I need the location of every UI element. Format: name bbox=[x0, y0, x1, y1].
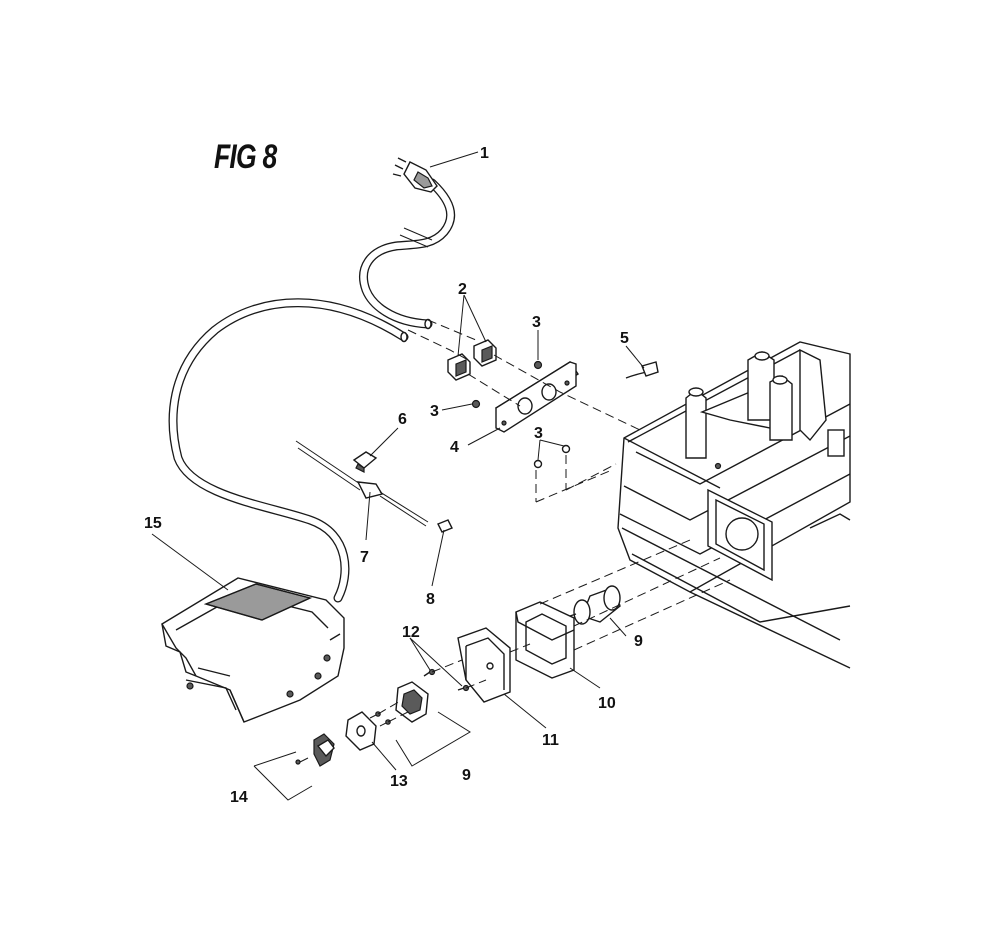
switch-box-part-11 bbox=[457, 627, 511, 703]
callout-12: 12 bbox=[402, 624, 420, 641]
callout-13: 13 bbox=[390, 773, 408, 790]
power-cord-part-1 bbox=[359, 157, 456, 330]
cord-plate-part-4 bbox=[495, 361, 579, 433]
callout-3-lower: 3 bbox=[534, 425, 543, 442]
leader-lines bbox=[151, 151, 645, 801]
capacitor-part-9 bbox=[569, 585, 621, 625]
callout-15: 15 bbox=[144, 515, 162, 532]
callout-9-right: 9 bbox=[634, 633, 643, 650]
callout-1: 1 bbox=[480, 145, 489, 162]
foot-switch-part-15 bbox=[161, 298, 409, 723]
callout-14: 14 bbox=[230, 789, 248, 806]
callout-11: 11 bbox=[542, 732, 559, 749]
pin-part-8 bbox=[437, 519, 453, 533]
callout-2: 2 bbox=[458, 281, 467, 298]
saw-base-housing bbox=[617, 341, 851, 669]
switch-gasket-part-10 bbox=[515, 601, 575, 679]
strain-relief-part-2 bbox=[447, 339, 497, 381]
callout-7: 7 bbox=[360, 549, 369, 566]
screws-part-12 bbox=[423, 668, 470, 692]
callout-3-left: 3 bbox=[430, 403, 439, 420]
switch-plate-part-13 bbox=[345, 711, 377, 751]
callout-8: 8 bbox=[426, 591, 435, 608]
callout-3-top: 3 bbox=[532, 314, 541, 331]
figure-title: FIG 8 bbox=[214, 138, 277, 176]
callout-6: 6 bbox=[398, 411, 407, 428]
assembly-lines bbox=[377, 319, 731, 723]
cable-tie-part-5 bbox=[625, 361, 659, 379]
callout-9-lower: 9 bbox=[462, 767, 471, 784]
switch-key-part-14 bbox=[295, 733, 335, 767]
wire-connector-part-7 bbox=[295, 440, 429, 527]
callout-10: 10 bbox=[598, 695, 616, 712]
screws-part-3 bbox=[471, 360, 571, 469]
callout-5: 5 bbox=[620, 330, 629, 347]
cable-clamp-part-6 bbox=[352, 451, 378, 473]
callout-numbers: 1 2 3 3 3 4 5 6 7 8 9 10 11 12 13 14 15 … bbox=[144, 145, 643, 806]
callout-4: 4 bbox=[450, 439, 459, 456]
switch-assembly-part-9 bbox=[369, 681, 429, 727]
